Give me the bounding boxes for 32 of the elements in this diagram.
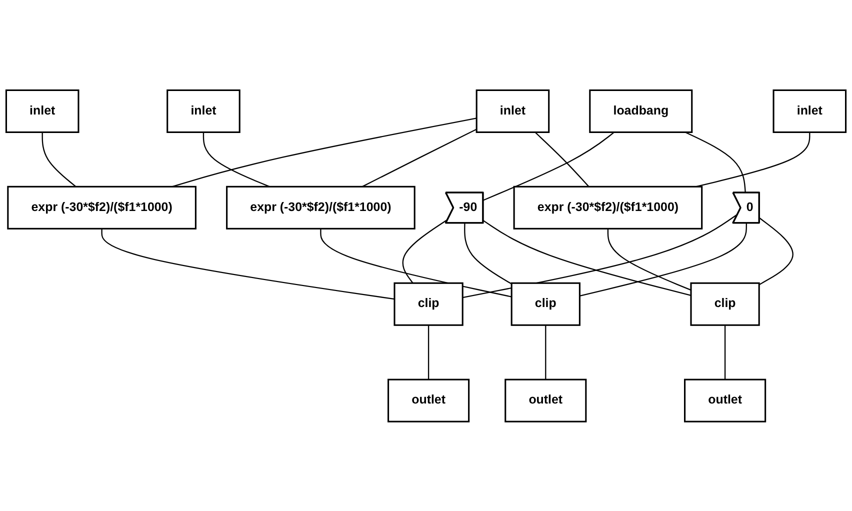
connector xyxy=(534,131,590,187)
node-box: outlet xyxy=(684,378,766,422)
node-box: expr (-30*$f2)/($f1*1000) xyxy=(226,185,416,230)
connector xyxy=(724,324,726,380)
node-box: loadbang xyxy=(589,89,693,133)
connector xyxy=(685,131,746,193)
node-box: inlet xyxy=(476,89,550,133)
node-box: clip xyxy=(510,282,580,326)
connector xyxy=(696,132,810,187)
node-box: clip xyxy=(690,282,760,326)
connector xyxy=(758,217,794,285)
connector xyxy=(42,132,76,187)
node-box: outlet xyxy=(504,378,587,422)
node-box: expr (-30*$f2)/($f1*1000) xyxy=(513,185,703,230)
node-box: inlet xyxy=(5,89,80,133)
node-box: inlet xyxy=(772,89,847,133)
connector xyxy=(464,222,512,284)
connector xyxy=(545,324,546,380)
connector xyxy=(483,131,615,200)
node-box: inlet xyxy=(166,89,240,133)
connector xyxy=(580,222,748,296)
connector xyxy=(101,228,395,300)
connector xyxy=(483,220,692,296)
node-box: expr (-30*$f2)/($f1*1000) xyxy=(7,185,196,230)
connector xyxy=(202,132,270,187)
node-box: outlet xyxy=(388,378,470,422)
connector xyxy=(362,128,477,187)
connector xyxy=(320,228,512,297)
node-box: clip xyxy=(394,282,464,326)
connector xyxy=(402,218,448,284)
connector xyxy=(607,228,692,290)
connector xyxy=(428,324,430,380)
